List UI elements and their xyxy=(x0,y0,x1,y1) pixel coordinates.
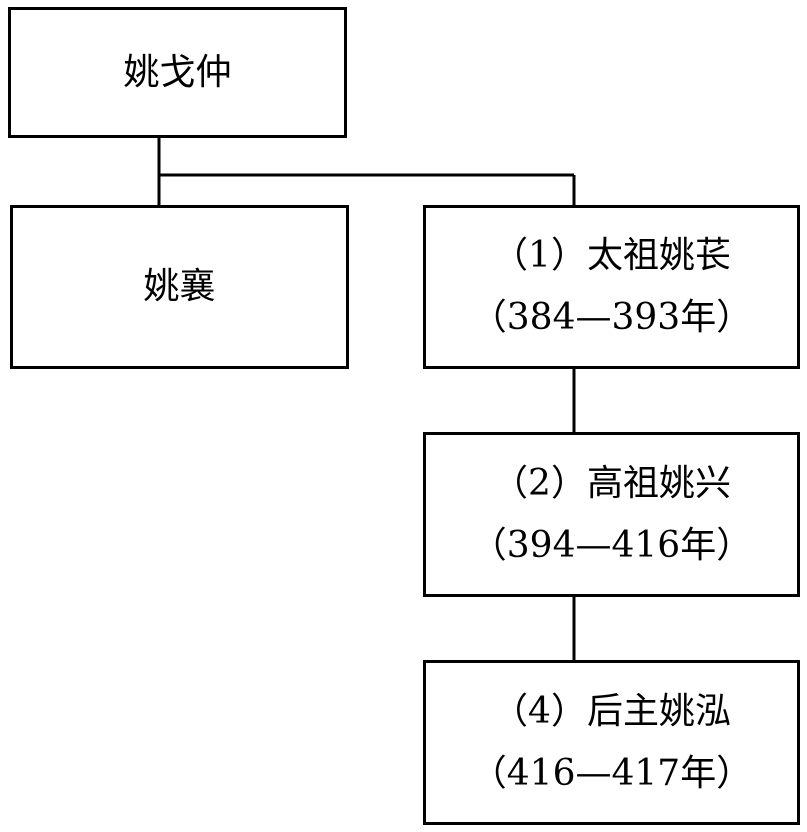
node-yao-hong-reign: （416—417年） xyxy=(470,752,753,794)
node-yao-hong-title: （4）后主姚泓 xyxy=(492,690,731,732)
node-yao-xing-reign: （394—416年） xyxy=(470,524,753,566)
node-yao-chang-reign: （384—393年） xyxy=(470,297,753,338)
node-yao-gezhong: 姚戈仲 xyxy=(8,7,347,138)
node-yao-xing: （2）高祖姚兴 （394—416年） xyxy=(423,432,800,597)
node-yao-xiang: 姚襄 xyxy=(10,205,349,369)
node-yao-xing-title: （2）高祖姚兴 xyxy=(492,462,731,504)
node-yao-gezhong-name: 姚戈仲 xyxy=(123,51,232,93)
node-yao-chang: （1）太祖姚苌 （384—393年） xyxy=(423,205,800,369)
node-yao-hong: （4）后主姚泓 （416—417年） xyxy=(423,660,800,825)
node-yao-chang-title: （1）太祖姚苌 xyxy=(492,235,731,276)
node-yao-xiang-name: 姚襄 xyxy=(143,266,216,307)
